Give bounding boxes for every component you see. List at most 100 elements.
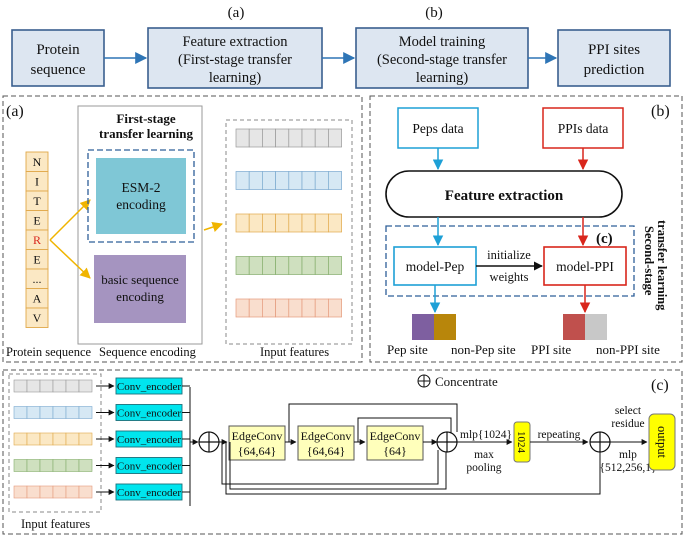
feature-cell xyxy=(65,432,80,446)
feature-cell xyxy=(13,379,28,393)
feature-cell xyxy=(78,406,93,419)
feature-extraction-line2: (First-stage transfer xyxy=(178,52,292,68)
sequence-letter: V xyxy=(33,311,42,325)
pep-site-swatch xyxy=(412,314,434,340)
second-stage-frame xyxy=(385,225,635,297)
model-pep-label: model-Pep xyxy=(406,259,465,274)
feature-cell xyxy=(288,213,303,233)
sequence-letter: I xyxy=(35,175,39,189)
feature-cell xyxy=(288,256,303,275)
feature-cell xyxy=(275,213,290,233)
caption-input-features-c: Input features xyxy=(21,517,90,531)
feature-cell xyxy=(262,171,276,190)
feature-cell xyxy=(39,406,54,419)
basic-line2: encoding xyxy=(116,289,164,304)
feature-cell xyxy=(288,128,303,148)
top-flow: (a) (b) Protein sequence Feature extract… xyxy=(11,5,671,89)
feature-cell xyxy=(262,213,276,233)
feature-cell xyxy=(52,406,67,419)
edgeconv-1 xyxy=(228,425,286,461)
select-residue-line2: residue xyxy=(611,418,644,430)
feature-cell xyxy=(301,128,316,148)
conv-encoder-label: Conv_encoder xyxy=(117,381,181,393)
feature-cell xyxy=(39,432,54,446)
output-label: output xyxy=(655,426,669,458)
sequence-letter: R xyxy=(33,233,41,247)
protein-sequence-line1: Protein xyxy=(36,42,80,58)
sequence-letter: E xyxy=(33,253,40,267)
model-training-box xyxy=(355,27,529,89)
feature-cell xyxy=(248,256,263,275)
model-training-line3: learning) xyxy=(416,70,469,86)
feature-cell xyxy=(288,171,303,190)
feature-cell xyxy=(328,171,342,190)
peps-data-label: Peps data xyxy=(412,121,463,136)
model-training-line1: Model training xyxy=(399,34,486,50)
ppis-data-label: PPIs data xyxy=(558,121,609,136)
feature-cell xyxy=(65,406,80,419)
feature-extraction-line3: learning) xyxy=(209,70,262,86)
feature-cell xyxy=(235,256,250,275)
feature-cell xyxy=(328,213,342,233)
sequence-letter: E xyxy=(33,214,40,228)
feature-cell xyxy=(262,256,276,275)
feature-cell xyxy=(52,485,67,499)
panel-c-tag: (c) xyxy=(651,377,669,394)
feature-cell xyxy=(78,432,93,446)
protein-sequence-box xyxy=(11,29,105,87)
esm2-line2: encoding xyxy=(116,197,166,212)
sequence-cell xyxy=(25,307,49,328)
model-pep-box xyxy=(393,246,477,286)
feature-cell xyxy=(248,213,263,233)
input-features-frame-c xyxy=(8,373,102,513)
panel-b-tag: (b) xyxy=(651,103,670,120)
feature-cell xyxy=(235,213,250,233)
feature-cell xyxy=(301,171,316,190)
feature-cell xyxy=(26,379,41,393)
second-stage-line1: Second-stage xyxy=(642,226,656,296)
repeating-label: repeating xyxy=(538,429,581,441)
model-ppi-label: model-PPI xyxy=(556,259,614,274)
ppi-sites-box xyxy=(557,29,671,87)
feature-cell xyxy=(13,485,28,499)
feature-cell xyxy=(301,298,316,318)
feature-extraction-box xyxy=(147,27,323,89)
feature-cell xyxy=(13,406,28,419)
feature-cell xyxy=(314,298,329,318)
ppi-sites-line2: prediction xyxy=(584,62,645,78)
basic-line1: basic sequence xyxy=(101,272,179,287)
edgeconv-2-line1: EdgeConv xyxy=(301,429,352,443)
model-ppi-box xyxy=(543,246,627,286)
second-stage-line2: transfer learning xyxy=(655,220,669,311)
feature-cell xyxy=(52,379,67,393)
feature-cell xyxy=(26,432,41,446)
edgeconv-1-line1: EdgeConv xyxy=(232,429,283,443)
feature-1024-label: 1024 xyxy=(515,431,527,454)
feature-cell xyxy=(26,459,41,472)
feature-cell xyxy=(52,459,67,472)
feature-cell xyxy=(235,298,250,318)
feature-cell xyxy=(13,432,28,446)
pep-site-label: Pep site xyxy=(387,342,428,357)
feature-cell xyxy=(78,485,93,499)
sequence-letter: A xyxy=(33,292,42,306)
feature-cell xyxy=(248,128,263,148)
feature-extraction-pill-label: Feature extraction xyxy=(445,188,564,204)
mlp-1024-label: mlp{1024} xyxy=(460,429,512,441)
feature-cell xyxy=(275,171,290,190)
feature-cell xyxy=(275,128,290,148)
feature-cell xyxy=(248,171,263,190)
caption-input-features-a: Input features xyxy=(260,345,329,359)
panel-b: (b) Peps data PPIs data Feature extracti… xyxy=(369,95,683,363)
panel-c: (c) Concentrate Conv_encoderConv_encoder… xyxy=(2,369,683,535)
input-feature-rows-c xyxy=(13,379,93,499)
feature-cell xyxy=(65,485,80,499)
feature-cell xyxy=(78,459,93,472)
edgeconv-3-line1: EdgeConv xyxy=(370,429,421,443)
tag-c-b: (c) xyxy=(596,231,613,247)
max-pooling-line2: pooling xyxy=(466,462,501,474)
non-ppi-site-label: non-PPI site xyxy=(596,342,660,357)
feature-cell xyxy=(262,298,276,318)
